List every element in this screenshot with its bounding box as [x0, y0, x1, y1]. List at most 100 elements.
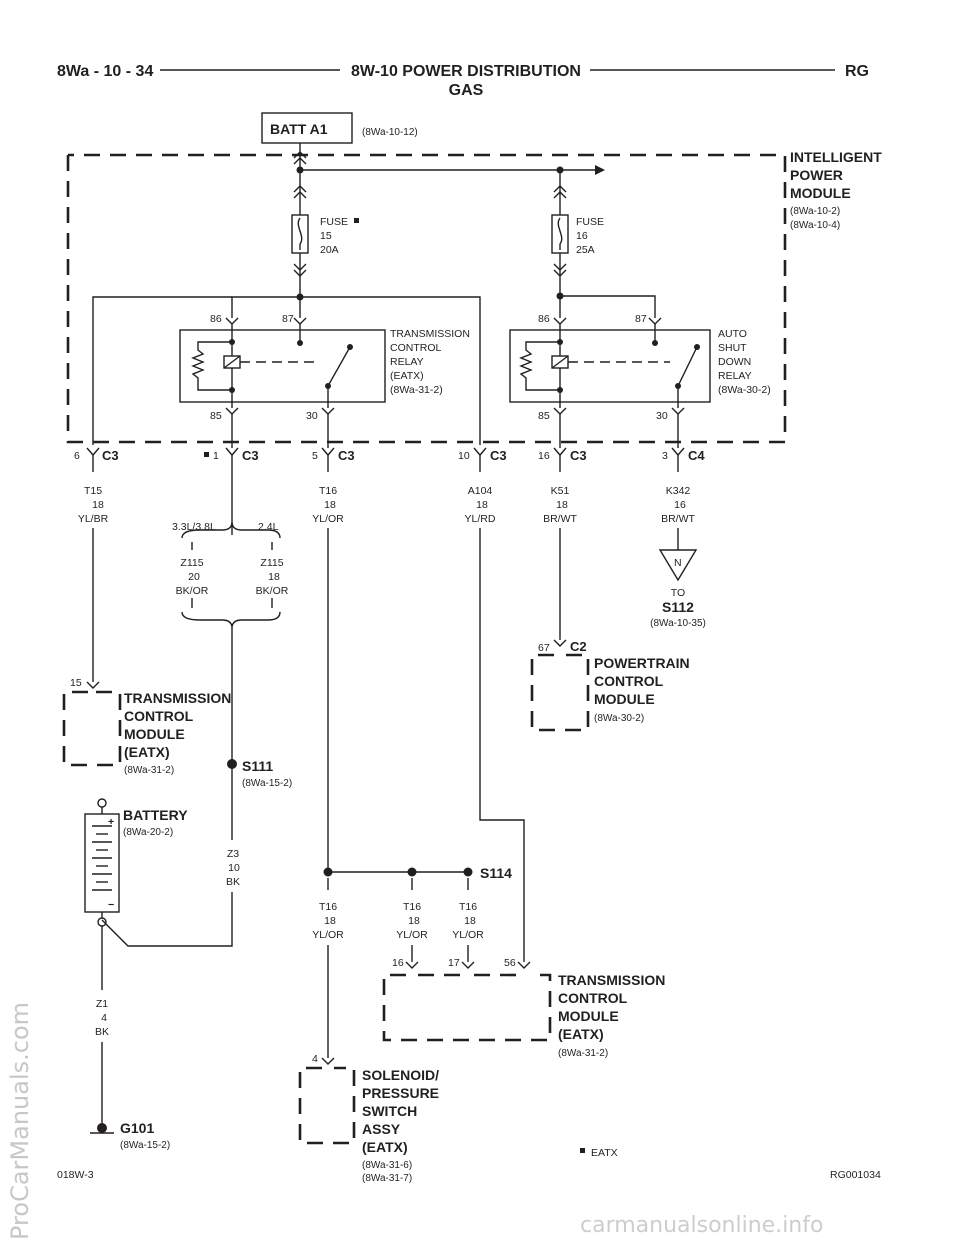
- tcm-bottom-label-3: MODULE: [558, 1008, 619, 1024]
- connector-c3-pin16: 16 C3: [538, 447, 587, 472]
- wire-label-z115-right: Z115 18 BK/OR: [256, 557, 289, 597]
- watermark-side: ProCarManuals.com: [6, 1001, 34, 1240]
- wire-label-k51: K51 18 BR/WT: [543, 485, 577, 525]
- footer-left: 018W-3: [57, 1169, 94, 1181]
- a104-wire-internal: [300, 296, 481, 445]
- tcm-left-label-2: CONTROL: [124, 708, 194, 724]
- battery-minus: −: [108, 899, 114, 911]
- asd-relay-pin-85: 85: [538, 410, 550, 422]
- svg-text:C3: C3: [490, 448, 507, 463]
- svg-text:Z1: Z1: [96, 998, 108, 1010]
- svg-text:18: 18: [324, 915, 336, 927]
- tc-relay-pin-85: 85: [210, 410, 222, 422]
- svg-text:18: 18: [464, 915, 476, 927]
- asd-relay-label-3: DOWN: [718, 356, 751, 368]
- tcm-left-ref: (8Wa-31-2): [124, 765, 174, 776]
- solenoid-label-3: SWITCH: [362, 1103, 417, 1119]
- wire-label-t16-c: T16 18 YL/OR: [452, 901, 484, 941]
- svg-text:C4: C4: [688, 448, 705, 463]
- svg-text:C3: C3: [242, 448, 259, 463]
- asd-relay-label-2: SHUT: [718, 342, 747, 354]
- connector-c3-pin1: 1 C3: [204, 447, 259, 535]
- engine-label-left: 3.3L/3.8L: [172, 521, 216, 533]
- s112-arrow: [658, 549, 698, 582]
- wire-label-t16-b: T16 18 YL/OR: [396, 901, 428, 941]
- battery-cells: [92, 825, 112, 891]
- svg-text:18: 18: [268, 571, 280, 583]
- fuse-15-element: [297, 217, 303, 250]
- svg-text:YL/OR: YL/OR: [396, 929, 428, 941]
- tcm-bottom-pin-56: 56: [504, 957, 516, 969]
- tc-relay-pin-30: 30: [306, 410, 318, 422]
- engine-label-right: 2.4L: [258, 521, 279, 533]
- s114-splice: [463, 867, 473, 877]
- wire-label-t16-a: T16 18 YL/OR: [312, 901, 344, 941]
- fuse-16-number: 16: [576, 230, 588, 242]
- svg-text:BR/WT: BR/WT: [543, 513, 577, 525]
- tcm-left-box: [62, 690, 122, 767]
- tc-relay-resistor: [191, 341, 232, 391]
- ipm-label-2: POWER: [790, 167, 843, 183]
- tcm-bottom-pin-16: 16: [392, 957, 404, 969]
- s111-label: S111: [242, 758, 273, 774]
- connector-c3-pin5: 5 C3: [312, 447, 355, 472]
- engine-join-brace: [181, 611, 281, 629]
- svg-text:18: 18: [324, 499, 336, 511]
- ipm-label-1: INTELLIGENT: [790, 149, 882, 165]
- wire-label-a104: A104 18 YL/RD: [465, 485, 496, 525]
- s111-splice: [227, 759, 237, 769]
- svg-text:20: 20: [188, 571, 200, 583]
- footnote-symbol: [580, 1148, 585, 1153]
- footer-right: RG001034: [830, 1169, 881, 1181]
- tcm-bottom-label-1: TRANSMISSION: [558, 972, 665, 988]
- solenoid-pin: 4: [312, 1053, 318, 1065]
- tc-relay-pin-86: 86: [210, 313, 222, 325]
- wire-label-t15: T15 18 YL/BR: [78, 485, 109, 525]
- svg-text:5: 5: [312, 450, 318, 462]
- svg-text:18: 18: [92, 499, 104, 511]
- svg-text:C3: C3: [338, 448, 355, 463]
- tc-relay-label-1: TRANSMISSION: [390, 328, 470, 340]
- fuse-15-number: 15: [320, 230, 332, 242]
- tc-relay-label-4: (EATX): [390, 370, 424, 382]
- svg-text:16: 16: [538, 450, 550, 462]
- page-subtitle: GAS: [449, 82, 484, 99]
- svg-text:T16: T16: [319, 485, 337, 497]
- svg-text:K342: K342: [666, 485, 691, 497]
- s111-ref: (8Wa-15-2): [242, 778, 292, 789]
- svg-text:Z3: Z3: [227, 848, 239, 860]
- connector-c3-pin6: 6 C3: [74, 447, 119, 472]
- solenoid-ref-2: (8Wa-31-7): [362, 1173, 412, 1184]
- fuse-16-element: [557, 217, 563, 250]
- ipm-ref-1: (8Wa-10-2): [790, 206, 840, 217]
- svg-text:A104: A104: [468, 485, 493, 497]
- svg-text:3: 3: [662, 450, 668, 462]
- svg-text:T16: T16: [459, 901, 477, 913]
- fuse-16-rating: 25A: [576, 244, 595, 256]
- a104-wire: [479, 528, 525, 962]
- asd-relay-switch: [677, 346, 698, 387]
- tc-relay-label-2: CONTROL: [390, 342, 441, 354]
- tcm-left-label-4: (EATX): [124, 744, 170, 760]
- battery-ref: (8Wa-20-2): [123, 827, 173, 838]
- svg-text:T16: T16: [319, 901, 337, 913]
- asd-relay-label-1: AUTO: [718, 328, 747, 340]
- page-title: 8W-10 POWER DISTRIBUTION: [351, 63, 581, 80]
- tcm-left-pin: 15: [70, 677, 82, 689]
- batt-a1-box: [261, 112, 353, 144]
- solenoid-ref-1: (8Wa-31-6): [362, 1160, 412, 1171]
- footnote-text: EATX: [591, 1147, 618, 1159]
- tc-relay-label-3: RELAY: [390, 356, 424, 368]
- svg-text:1: 1: [213, 450, 219, 462]
- svg-text:YL/OR: YL/OR: [312, 929, 344, 941]
- pcm-label-1: POWERTRAIN: [594, 655, 690, 671]
- s112-to: TO: [671, 587, 685, 599]
- tcm-bottom-pin-17: 17: [448, 957, 460, 969]
- watermark-bottom: carmanualsonline.info: [580, 1213, 824, 1238]
- tcm-bottom-ref: (8Wa-31-2): [558, 1048, 608, 1059]
- asd-relay-pin-86: 86: [538, 313, 550, 325]
- asd-relay-pin-30: 30: [656, 410, 668, 422]
- pcm-ref: (8Wa-30-2): [594, 713, 644, 724]
- tc-relay-switch: [327, 346, 351, 387]
- wire-label-k342: K342 16 BR/WT: [661, 485, 695, 525]
